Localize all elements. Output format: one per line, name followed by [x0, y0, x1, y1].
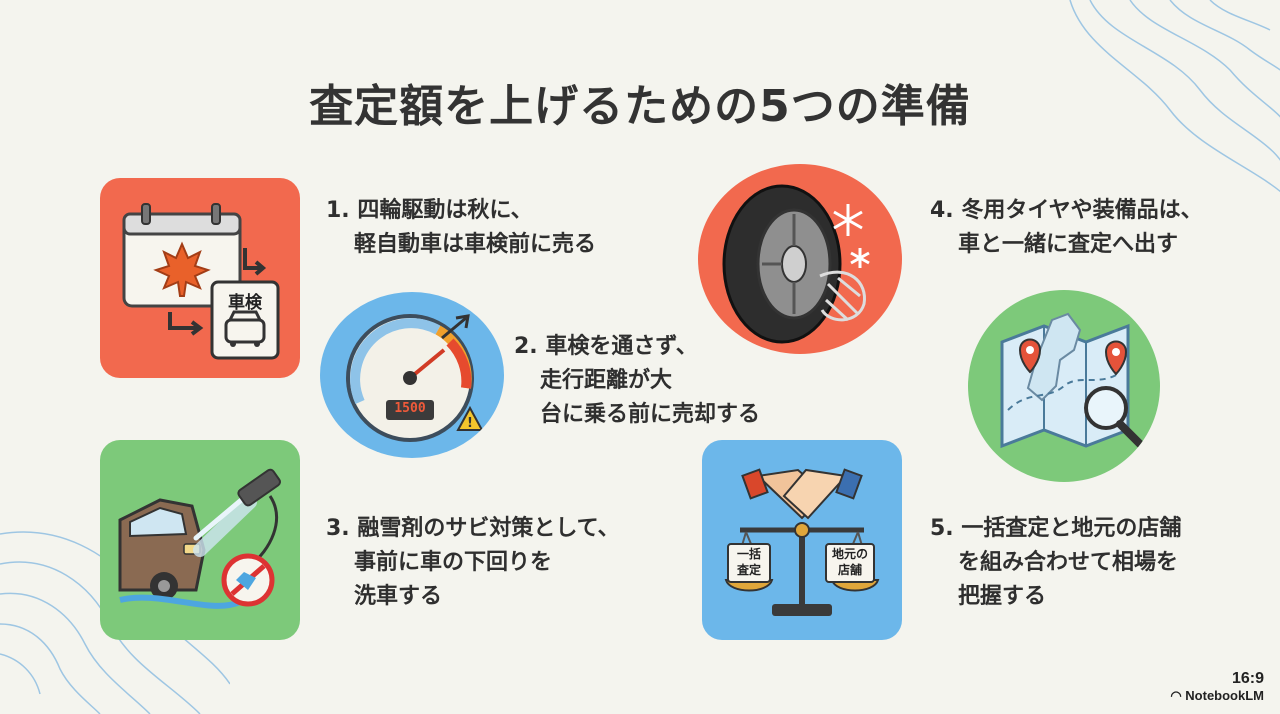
step-3-line-3: 洗車する: [354, 584, 443, 609]
step-5-line-1: 5. 一括査定と地元の店舗: [930, 516, 1182, 541]
step-4-text: 4. 冬用タイヤや装備品は、 車と一緒に査定へ出す: [930, 194, 1203, 262]
calendar-season-card: 車検: [100, 178, 300, 378]
speedometer-card: ! 1500: [320, 292, 504, 458]
step-3-line-1: 3. 融雪剤のサビ対策として、: [326, 516, 620, 541]
notebooklm-logo: ◠ NotebookLM: [1170, 688, 1264, 704]
scale-right-line-1: 地元の: [831, 547, 868, 561]
calendar-maple-icon: [122, 203, 280, 360]
step-2-line-3: 台に乗る前に売却する: [540, 402, 761, 427]
shaken-label: 車検: [228, 293, 262, 313]
step-1-text: 1. 四輪駆動は秋に、 軽自動車は車検前に売る: [326, 194, 596, 262]
winter-tire-icon: [722, 184, 870, 344]
step-5-line-2: を組み合わせて相場を: [958, 550, 1179, 575]
step-2-line-1: 2. 車検を通さず、: [514, 334, 698, 359]
step-3-text: 3. 融雪剤のサビ対策として、 事前に車の下回りを 洗車する: [326, 512, 620, 614]
handshake-scale-icon: [724, 468, 880, 616]
map-card: [968, 290, 1160, 482]
aspect-ratio-label: 16:9: [1231, 670, 1264, 687]
svg-text:!: !: [467, 416, 473, 431]
scale-right-label: 地元の 店舗: [826, 546, 874, 578]
map-search-icon: [1000, 312, 1144, 449]
scale-left-line-1: 一括: [736, 547, 761, 561]
page-title: 査定額を上げるための5つの準備: [309, 81, 971, 132]
scale-comparison-card: 一括 査定 地元の 店舗: [702, 440, 902, 640]
snowflake-icon: [833, 204, 870, 268]
scale-right-line-2: 店舗: [837, 563, 862, 577]
step-3-line-2: 事前に車の下回りを: [354, 550, 553, 575]
speedometer-icon: !: [346, 314, 484, 442]
watermark-badge: 16:9 ◠ NotebookLM: [1170, 670, 1264, 704]
notebooklm-label: NotebookLM: [1185, 688, 1264, 703]
step-5-line-3: 把握する: [958, 584, 1047, 609]
maple-leaf-icon: [153, 241, 211, 297]
step-4-line-2: 車と一緒に査定へ出す: [958, 232, 1179, 257]
notebooklm-icon: ◠: [1170, 688, 1186, 703]
step-1-line-2: 軽自動車は車検前に売る: [354, 232, 597, 257]
step-4-line-1: 4. 冬用タイヤや装備品は、: [930, 198, 1203, 223]
step-1-line-1: 1. 四輪駆動は秋に、: [326, 198, 533, 223]
magnifier-icon: [1084, 386, 1128, 430]
scale-left-label: 一括 査定: [728, 546, 770, 578]
step-5-text: 5. 一括査定と地元の店舗 を組み合わせて相場を 把握する: [930, 512, 1181, 614]
winter-tire-card: [698, 164, 902, 354]
odometer-reading: 1500: [394, 401, 426, 416]
step-2-text: 2. 車検を通さず、 走行距離が大 台に乗る前に売却する: [514, 330, 760, 432]
step-2-line-2: 走行距離が大: [540, 368, 673, 393]
location-pin-icon: [1018, 338, 1042, 374]
scale-left-line-2: 査定: [736, 563, 761, 577]
car-wash-card: [100, 440, 300, 640]
car-wash-icon: [118, 468, 281, 609]
